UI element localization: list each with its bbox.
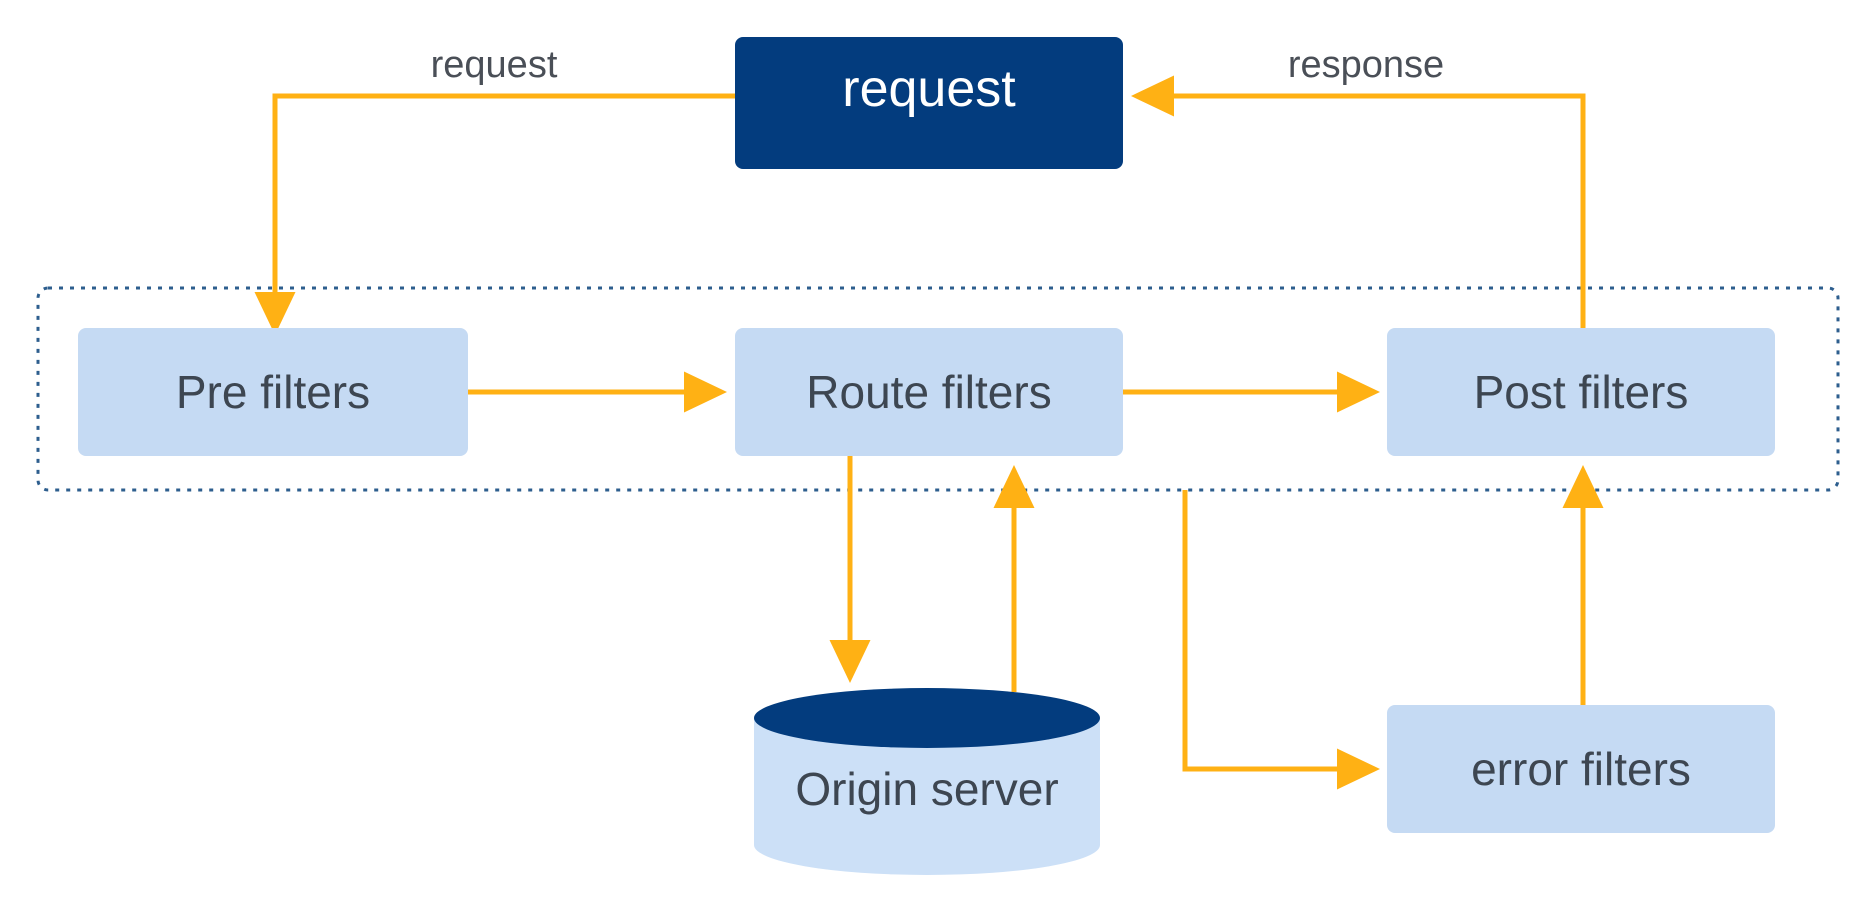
node-pre-filters-box[interactable] xyxy=(78,328,468,456)
node-pre-filters[interactable]: Pre filters xyxy=(78,328,468,456)
edge-label-request: request xyxy=(431,44,558,86)
node-route-filters[interactable]: Route filters xyxy=(735,328,1123,456)
edge-label-response: response xyxy=(1288,44,1444,86)
node-post-filters-label: Post filters xyxy=(1474,366,1689,418)
node-origin-server-label: Origin server xyxy=(795,763,1058,815)
node-route-filters-label: Route filters xyxy=(806,366,1051,418)
node-request-box[interactable] xyxy=(735,37,1123,169)
node-post-filters-box[interactable] xyxy=(1387,328,1775,456)
origin-server-cylinder-top xyxy=(754,688,1100,748)
node-origin-server[interactable]: Origin server xyxy=(754,688,1100,875)
node-error-filters[interactable]: error filters xyxy=(1387,705,1775,833)
edge-request-to-pre xyxy=(254,93,735,336)
node-route-filters-box[interactable] xyxy=(735,328,1123,456)
node-pre-filters-label: Pre filters xyxy=(176,366,370,418)
node-error-filters-box[interactable] xyxy=(1387,705,1775,833)
node-error-filters-label: error filters xyxy=(1471,743,1691,795)
edge-route-to-error xyxy=(1182,490,1381,790)
edge-post-to-request xyxy=(1130,75,1586,328)
origin-server-cylinder-body xyxy=(754,718,1100,875)
node-post-filters[interactable]: Post filters xyxy=(1387,328,1775,456)
filter-group-container xyxy=(36,286,1840,492)
node-request[interactable]: request xyxy=(735,37,1123,169)
node-request-label: request xyxy=(842,60,1016,118)
